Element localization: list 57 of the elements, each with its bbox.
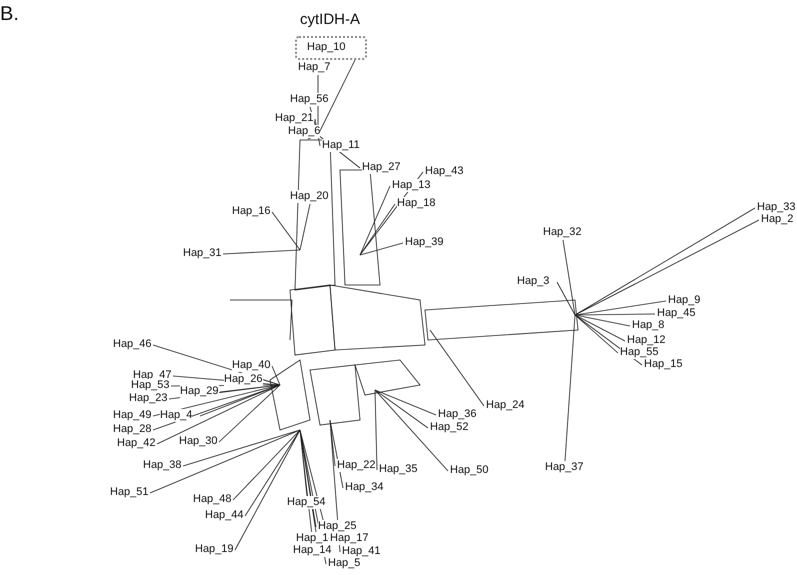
haplotype-label: Hap_12 <box>627 334 666 347</box>
haplotype-label: Hap_34 <box>345 481 384 494</box>
haplotype-label: Hap_13 <box>392 179 431 192</box>
haplotype-label: Hap_11 <box>322 139 360 152</box>
haplotype-label: Hap_9 <box>668 294 700 307</box>
haplotype-label: Hap_21 <box>275 112 314 125</box>
haplotype-label: Hap_20 <box>290 190 329 203</box>
haplotype-label: Hap_49 <box>113 409 152 422</box>
haplotype-label: Hap_18 <box>397 197 436 210</box>
haplotype-label: Hap_24 <box>486 399 525 412</box>
haplotype-label: Hap_6 <box>288 125 320 138</box>
haplotype-label: Hap_14 <box>293 544 332 557</box>
haplotype-label: Hap_50 <box>450 464 489 477</box>
haplotype-label: Hap_41 <box>342 545 381 558</box>
haplotype-label: Hap_35 <box>379 463 418 476</box>
haplotype-label: Hap_48 <box>193 493 232 506</box>
highlight-box <box>295 36 367 60</box>
haplotype-label: Hap_31 <box>183 247 222 260</box>
haplotype-label: Hap_26 <box>224 373 263 386</box>
haplotype-label: Hap_44 <box>205 509 244 522</box>
haplotype-label: Hap_40 <box>232 359 271 372</box>
haplotype-label: Hap_46 <box>113 338 152 351</box>
haplotype-label: Hap_37 <box>545 461 584 474</box>
haplotype-label: Hap_53 <box>131 379 170 392</box>
haplotype-label: Hap_7 <box>298 61 330 74</box>
haplotype-label: Hap_17 <box>330 532 369 545</box>
haplotype-label: Hap_52 <box>430 421 469 434</box>
haplotype-label: Hap_55 <box>620 346 659 359</box>
haplotype-label: Hap_54 <box>287 496 326 509</box>
haplotype-label: Hap_39 <box>405 236 444 249</box>
haplotype-label: Hap_16 <box>232 205 271 218</box>
haplotype-label: Hap_4 <box>160 409 192 422</box>
haplotype-label: Hap_8 <box>632 319 664 332</box>
haplotype-label: Hap_10 <box>307 41 346 54</box>
haplotype-label: Hap_2 <box>761 213 794 226</box>
haplotype-label: Hap_25 <box>318 520 357 533</box>
haplotype-label: Hap_51 <box>110 486 149 499</box>
haplotype-label: Hap_23 <box>129 392 168 405</box>
haplotype-label: Hap_28 <box>113 423 152 436</box>
haplotype-label: Hap_22 <box>337 459 376 472</box>
haplotype-label: Hap_5 <box>328 557 360 570</box>
haplotype-label: Hap_29 <box>180 385 219 398</box>
haplotype-label: Hap_1 <box>296 532 328 545</box>
haplotype-label: Hap_45 <box>657 307 696 320</box>
haplotype-label: Hap_56 <box>290 93 329 106</box>
haplotype-label: Hap_42 <box>117 437 156 450</box>
panel-title: cytIDH-A <box>300 11 360 28</box>
haplotype-label: Hap_38 <box>143 459 182 472</box>
haplotype-label: Hap_30 <box>179 435 218 448</box>
haplotype-label: Hap_27 <box>362 161 401 174</box>
haplotype-label: Hap_43 <box>425 165 464 178</box>
haplotype-label: Hap_32 <box>543 226 582 239</box>
haplotype-label: Hap_19 <box>195 543 234 556</box>
haplotype-label: Hap_3 <box>517 275 550 288</box>
haplotype-label: Hap_15 <box>644 358 683 371</box>
haplotype-label: Hap_36 <box>438 408 477 421</box>
haplotype-label: Hap_33 <box>757 201 796 214</box>
